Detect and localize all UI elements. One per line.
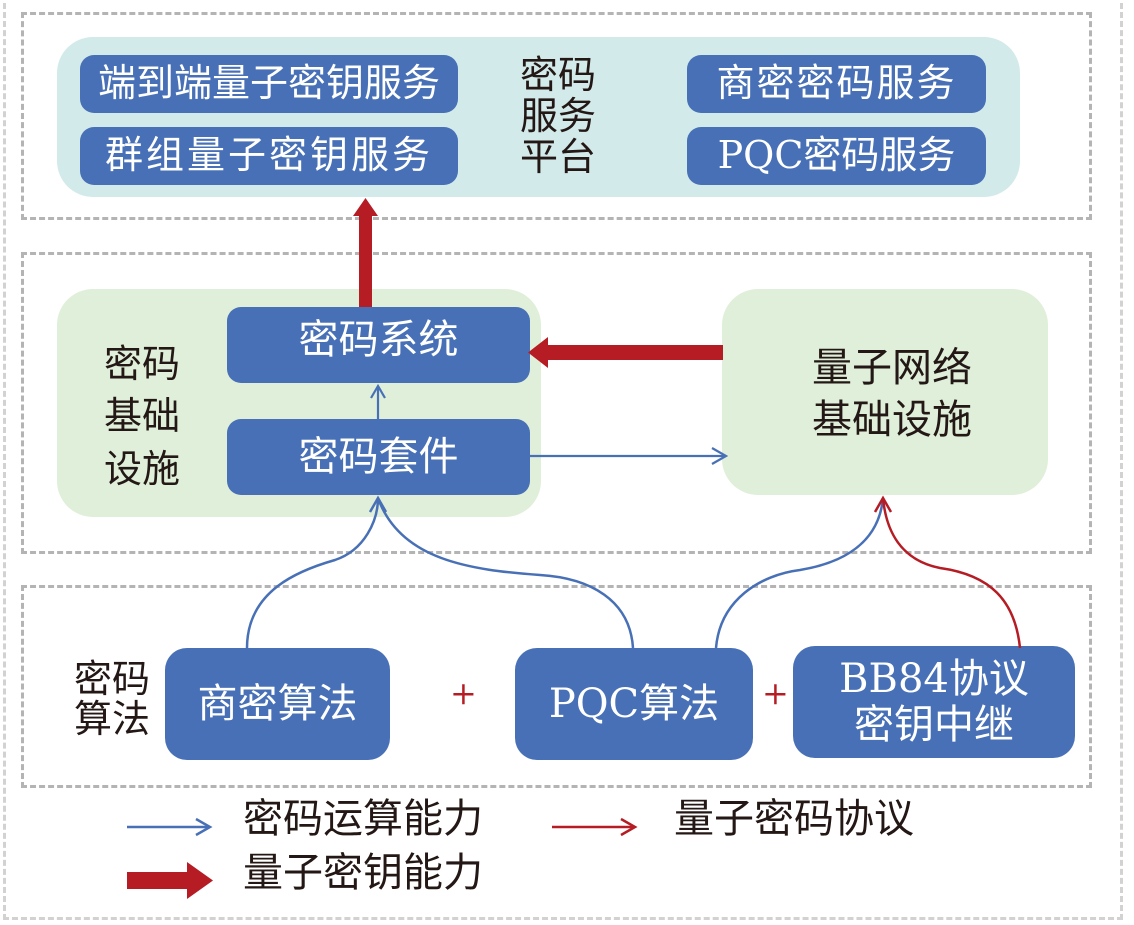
- quantum-network-panel[interactable]: [722, 289, 1048, 495]
- algorithms-label: 密码 算法: [62, 657, 162, 741]
- sm-to-suite-curve: [245, 497, 380, 649]
- legend-red-arrow-head: [620, 817, 638, 837]
- sm-algorithm-label: 商密算法: [197, 681, 358, 727]
- platform-label-line: 平台: [519, 135, 596, 180]
- service-label: PQC密码服务: [717, 133, 956, 178]
- platform-label: 密码 服务 平台: [508, 53, 608, 180]
- service-label: 端到端量子密钥服务: [97, 61, 440, 106]
- platform-label-line: 服务: [519, 94, 596, 139]
- quantum-key-arrow-up-head: [353, 198, 378, 216]
- quantum-network-label-line: 量子网络: [812, 345, 972, 391]
- bb84-relay-block[interactable]: BB84协议 密钥中继: [793, 646, 1075, 758]
- algorithms-label-line: 算法: [73, 696, 150, 741]
- quantum-key-arrow-up-shaft: [359, 214, 372, 307]
- infrastructure-section: [21, 252, 1092, 554]
- algorithms-section: [21, 585, 1092, 788]
- plus-sign: +: [762, 674, 789, 712]
- outer-frame: [3, 0, 1123, 920]
- infra-label-line: 设施: [103, 446, 180, 491]
- crypto-suite-label: 密码套件: [298, 434, 459, 480]
- legend-crypto-capability: 密码运算能力: [243, 796, 483, 842]
- bb84-to-network-curve: [881, 497, 1022, 649]
- service-label: 商密密码服务: [716, 61, 957, 106]
- quantum-network-label-line: 基础设施: [812, 397, 972, 443]
- platform-label-line: 密码: [519, 53, 596, 97]
- plus-sign: +: [450, 674, 477, 712]
- crypto-infrastructure-label: 密码 基础 设施: [92, 338, 192, 495]
- pqc-to-network-curve: [714, 497, 885, 649]
- service-label: 群组量子密钥服务: [104, 133, 433, 178]
- crypto-system-block[interactable]: 密码系统: [227, 307, 530, 383]
- platform-section: [21, 12, 1092, 220]
- crypto-suite-block[interactable]: 密码套件: [227, 419, 530, 495]
- quantum-key-arrow-left-shaft: [547, 345, 723, 360]
- service-group-quantum-key[interactable]: 群组量子密钥服务: [80, 127, 458, 185]
- sm-algorithm-block[interactable]: 商密算法: [165, 648, 390, 760]
- pqc-to-suite-curve: [376, 497, 635, 649]
- legend-quantum-protocol: 量子密码协议: [674, 796, 914, 842]
- bb84-label-line: BB84协议: [839, 656, 1029, 702]
- algorithms-label-line: 密码: [73, 657, 150, 701]
- service-e2e-quantum-key[interactable]: 端到端量子密钥服务: [80, 55, 458, 113]
- legend-thick-arrow-head: [187, 862, 213, 899]
- quantum-key-arrow-left-head: [528, 337, 548, 368]
- suite-to-system-arrow-head: [370, 383, 386, 399]
- network-input-arrow-head: [873, 495, 893, 513]
- infra-label-line: 密码: [103, 342, 180, 386]
- crypto-system-label: 密码系统: [298, 317, 459, 363]
- quantum-network-label: 量子网络 基础设施: [722, 342, 1062, 446]
- suite-input-arrow-head: [368, 495, 388, 513]
- pqc-algorithm-label: PQC算法: [548, 681, 720, 727]
- pqc-algorithm-block[interactable]: PQC算法: [515, 648, 753, 760]
- suite-to-network-arrow-head: [711, 447, 729, 465]
- bb84-label-line: 密钥中继: [854, 702, 1014, 748]
- legend-quantum-key-capability: 量子密钥能力: [243, 850, 483, 896]
- service-pqc-crypto[interactable]: PQC密码服务: [687, 127, 986, 185]
- legend-blue-arrow-head: [195, 817, 213, 837]
- service-sm-crypto[interactable]: 商密密码服务: [687, 55, 986, 113]
- infra-label-line: 基础: [103, 394, 180, 439]
- legend-thick-arrow-shaft: [127, 872, 189, 889]
